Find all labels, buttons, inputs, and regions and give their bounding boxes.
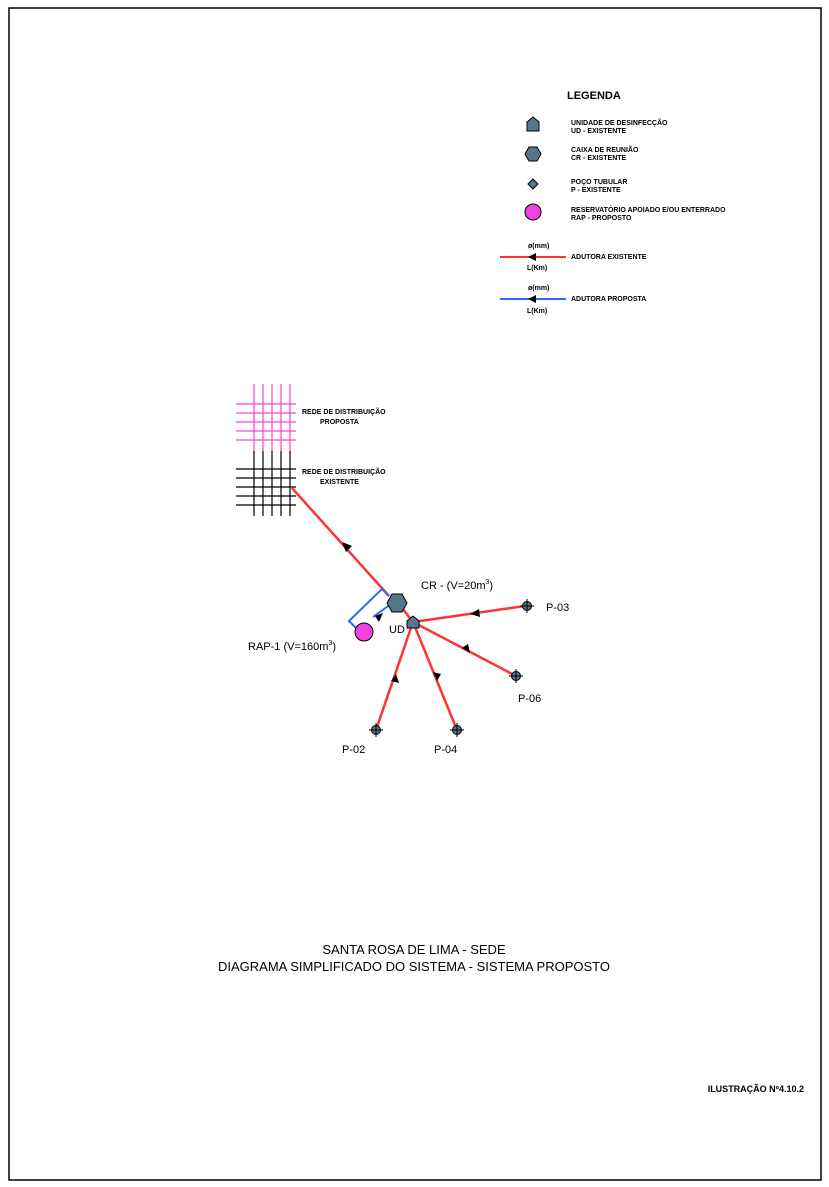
page-border [8, 7, 822, 1181]
pipe-cr-to-network [291, 487, 390, 597]
proposed-network-label2: PROPOSTA [320, 419, 359, 426]
pipe-p03-to-ud [412, 604, 526, 624]
proposed-network-label1: REDE DE DISTRIBUIÇÃO [302, 407, 386, 416]
circle-icon [524, 203, 542, 221]
legend-existing-arrow [528, 253, 536, 261]
flow-arrows [342, 542, 480, 683]
arrow-to-rap [375, 613, 383, 622]
well-icons [369, 599, 534, 737]
arrow-p02 [391, 674, 399, 683]
existing-network-label1: REDE DE DISTRIBUIÇÃO [302, 467, 386, 476]
legend-existing-length: L(Km) [527, 265, 547, 272]
legend-title: LEGENDA [567, 90, 621, 102]
legend-ud-line2: UD - EXISTENTE [571, 128, 627, 135]
legend-cr-line2: CR - EXISTENTE [571, 155, 627, 162]
existing-network-grid [236, 451, 296, 516]
legend-rap-line2: RAP - PROPOSTO [571, 215, 632, 222]
legend-ud-line1: UNIDADE DE DESINFECÇÃO [571, 118, 668, 127]
proposed-network-grid [236, 384, 296, 451]
title-line2: DIAGRAMA SIMPLIFICADO DO SISTEMA - SISTE… [218, 959, 610, 974]
legend-proposed-arrow [528, 295, 536, 303]
p06-label: P-06 [518, 693, 541, 705]
arrow-p06 [462, 644, 470, 653]
rap-label: RAP-1 (V=160m3) [248, 640, 336, 653]
pipe-rap-link [372, 603, 392, 618]
well-p04-icon[interactable] [450, 723, 464, 737]
p02-label: P-02 [342, 744, 365, 756]
cr-hexagon-icon[interactable] [386, 593, 408, 613]
existing-pipes [291, 487, 526, 731]
ud-label: UD [389, 624, 405, 636]
legend-proposed-label: ADUTORA PROPOSTA [571, 296, 646, 303]
pipe-cr-to-rap-loop [347, 587, 390, 630]
legend-p-line1: POÇO TUBULAR [571, 179, 627, 186]
legend-cr-line1: CAIXA DE REUNIÃO [571, 145, 639, 154]
rap-reservoir-icon[interactable] [354, 622, 374, 642]
existing-network-label2: EXISTENTE [320, 479, 359, 486]
arrow-p03 [470, 609, 480, 617]
legend-existing-diameter: ø(mm) [528, 243, 549, 250]
illustration-number: ILUSTRAÇÃO Nº4.10.2 [708, 1084, 804, 1094]
ud-pentagon-icon[interactable] [406, 615, 420, 629]
well-p02-icon[interactable] [369, 723, 383, 737]
arrow-p04 [433, 672, 441, 681]
cr-label: CR - (V=20m3) [421, 579, 493, 592]
pipe-p02-to-ud [374, 621, 415, 731]
legend-p-line2: P - EXISTENTE [571, 187, 621, 194]
pentagon-icon [526, 116, 540, 132]
legend-existing-label: ADUTORA EXISTENTE [571, 254, 647, 261]
legend: LEGENDA UNIDADE DE DESINFECÇÃO UD - EXIS… [500, 90, 726, 315]
legend-proposed-length: L(Km) [527, 308, 547, 315]
well-p06-icon[interactable] [509, 669, 523, 683]
diamond-icon [527, 178, 539, 190]
well-p03-icon[interactable] [520, 599, 534, 613]
legend-proposed-diameter: ø(mm) [528, 285, 549, 292]
p03-label: P-03 [546, 602, 569, 614]
title-line1: SANTA ROSA DE LIMA - SEDE [322, 942, 506, 957]
proposed-pipes [347, 587, 392, 630]
legend-rap-line1: RESERVATÓRIO APOIADO E/OU ENTERRADO [571, 205, 726, 214]
hexagon-icon [524, 146, 542, 162]
arrow-to-network [342, 542, 352, 552]
p04-label: P-04 [434, 744, 457, 756]
